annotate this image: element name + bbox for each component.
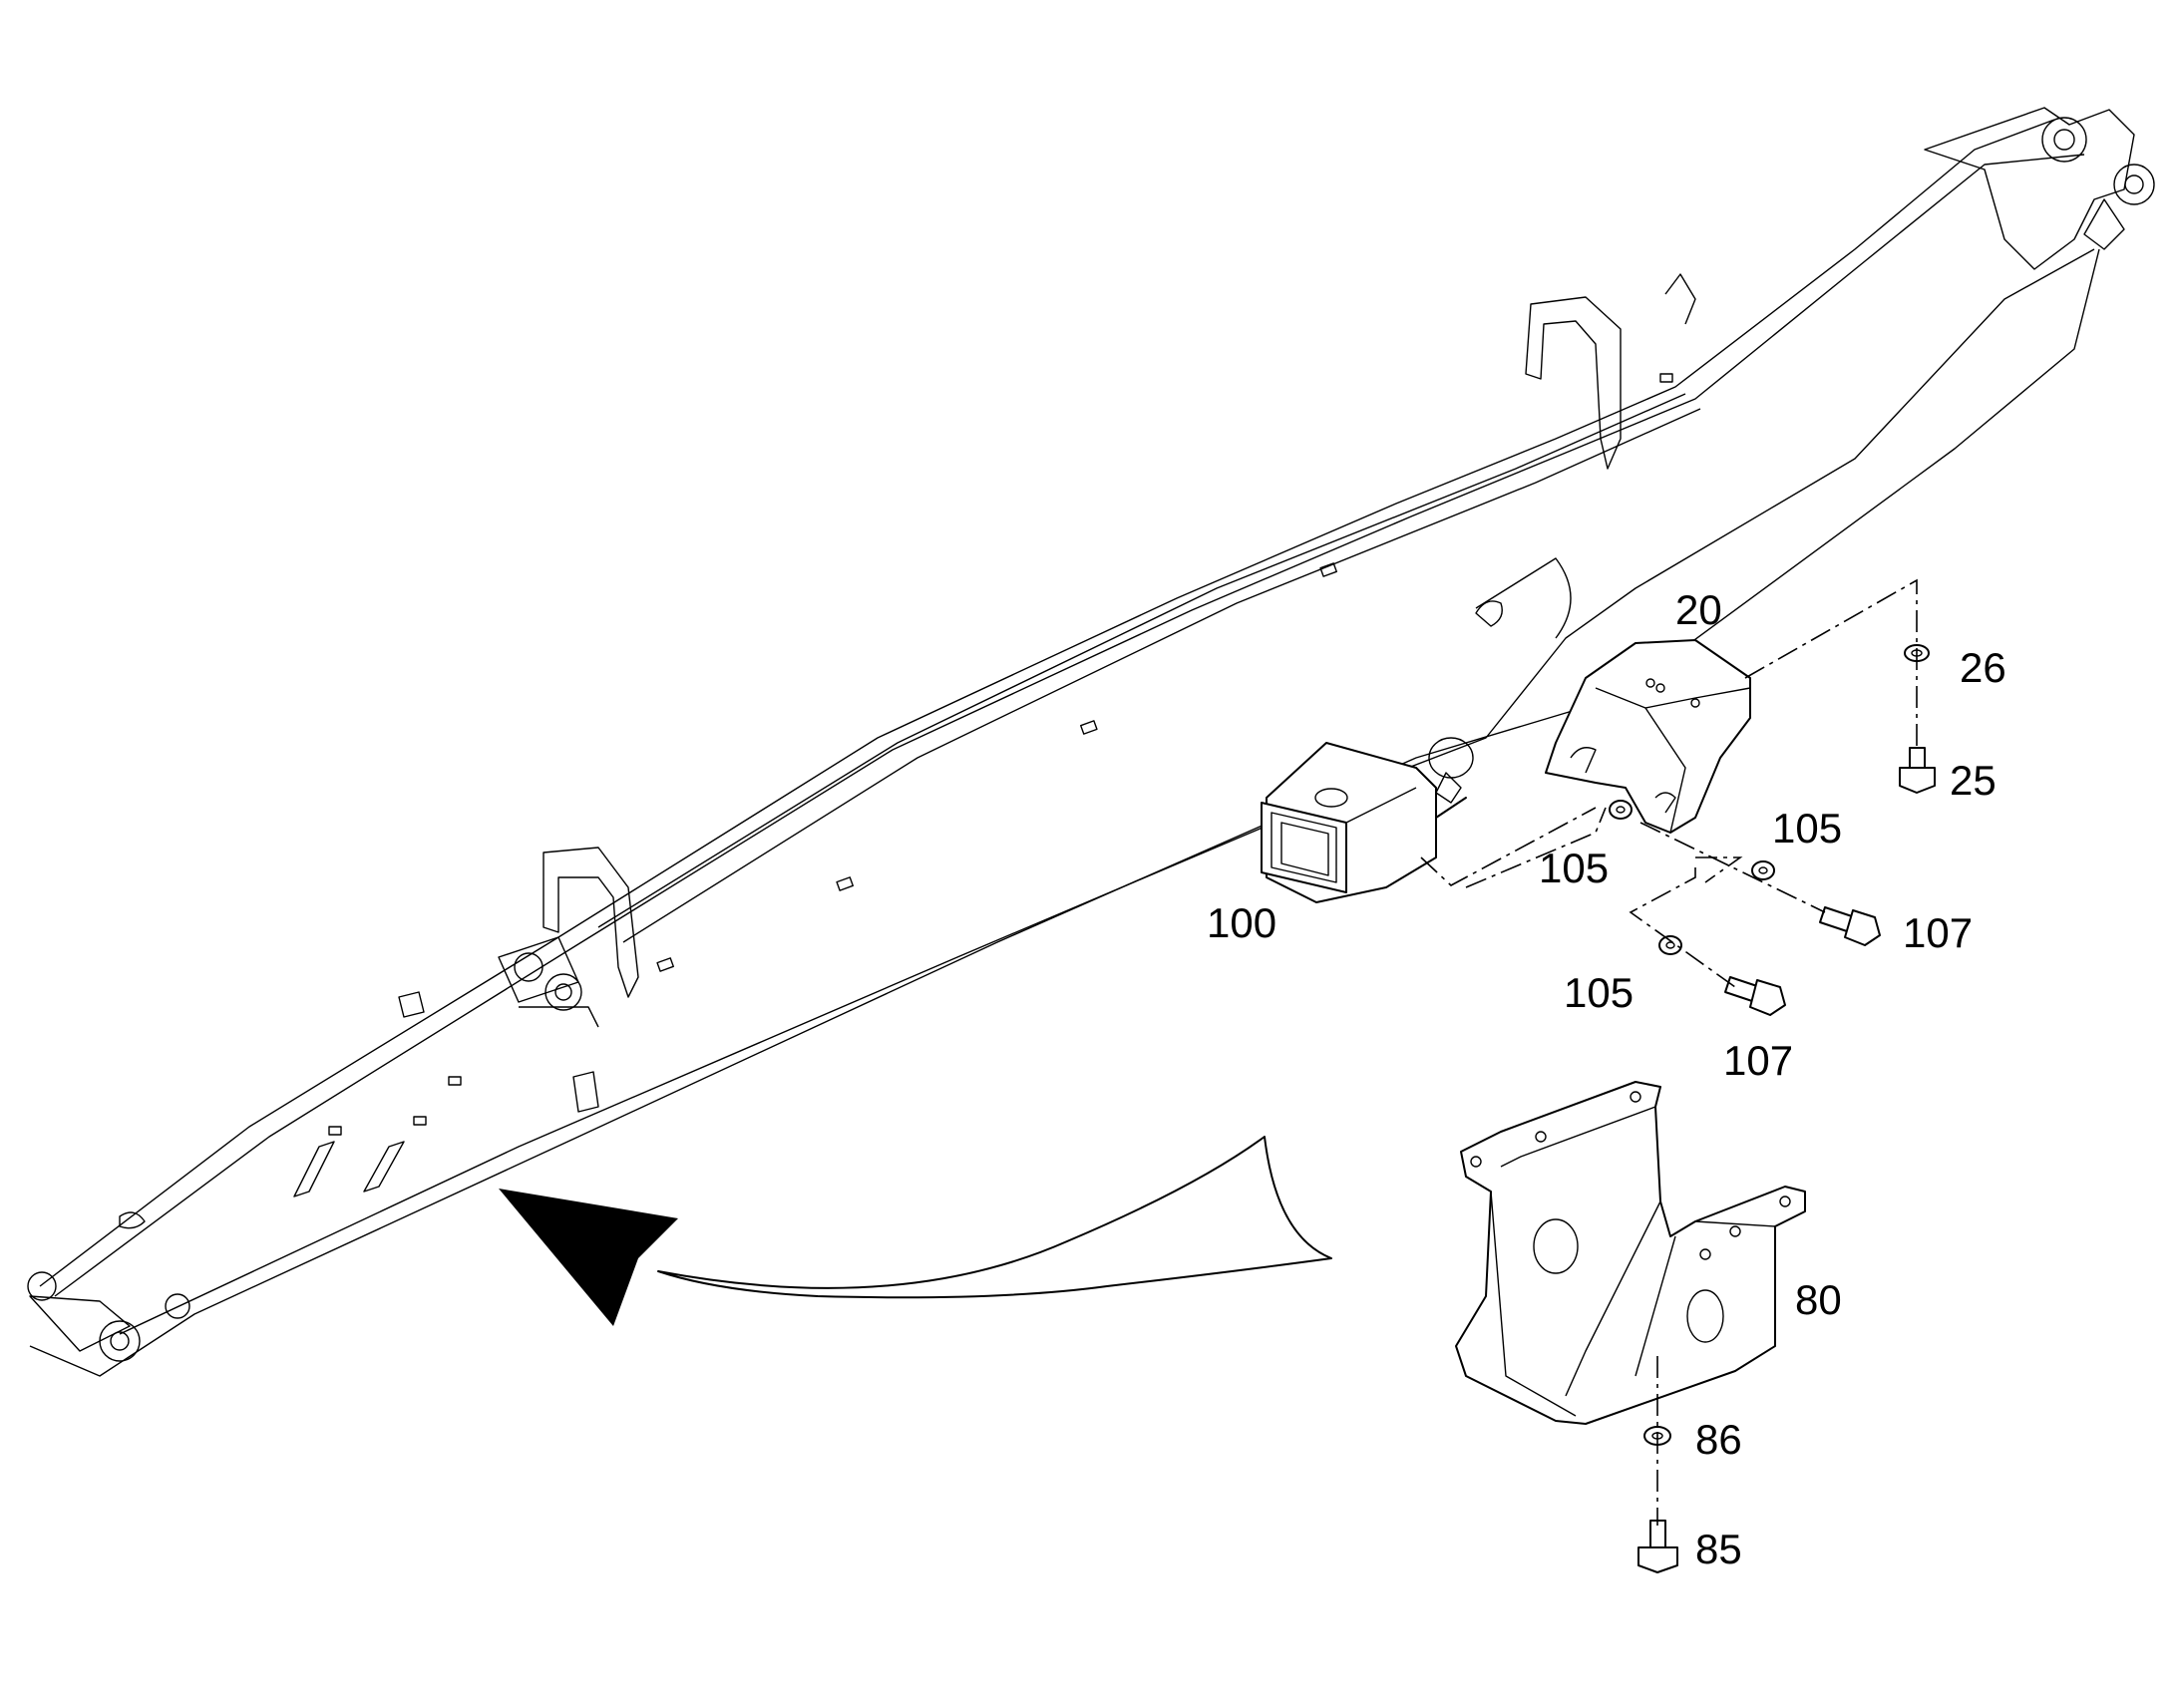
callout-26: 26 [1960,644,2006,691]
callout-80: 80 [1795,1276,1842,1323]
part-80-bracket [1455,1081,1806,1425]
callout-107-a: 107 [1903,909,1973,956]
boom-arm [27,107,2155,1377]
callout-105-b: 105 [1539,845,1609,891]
bolt-107-a [1819,906,1881,946]
part-100-housing [1261,737,1474,903]
bolt-25 [1899,747,1936,794]
callout-105-c: 105 [1564,969,1634,1016]
assembly-center-lines [1420,578,1918,1526]
bolt-85 [1637,1520,1678,1573]
callout-100: 100 [1207,899,1276,946]
assembly-arrow [499,1136,1332,1326]
callout-107-b: 107 [1723,1037,1793,1084]
washer-105-c [1658,935,1682,955]
bolt-107-b [1724,976,1786,1016]
callout-20: 20 [1675,586,1722,633]
callout-86: 86 [1695,1416,1742,1463]
callout-25: 25 [1950,757,1997,804]
callout-85: 85 [1695,1526,1742,1572]
part-20-bracket [1545,639,1751,834]
callouts: 20 26 25 105 105 105 107 107 100 80 86 8… [1207,586,2006,1572]
washer-105-b [1751,860,1775,880]
washer-105-a [1609,800,1633,820]
callout-105-a: 105 [1772,805,1842,852]
